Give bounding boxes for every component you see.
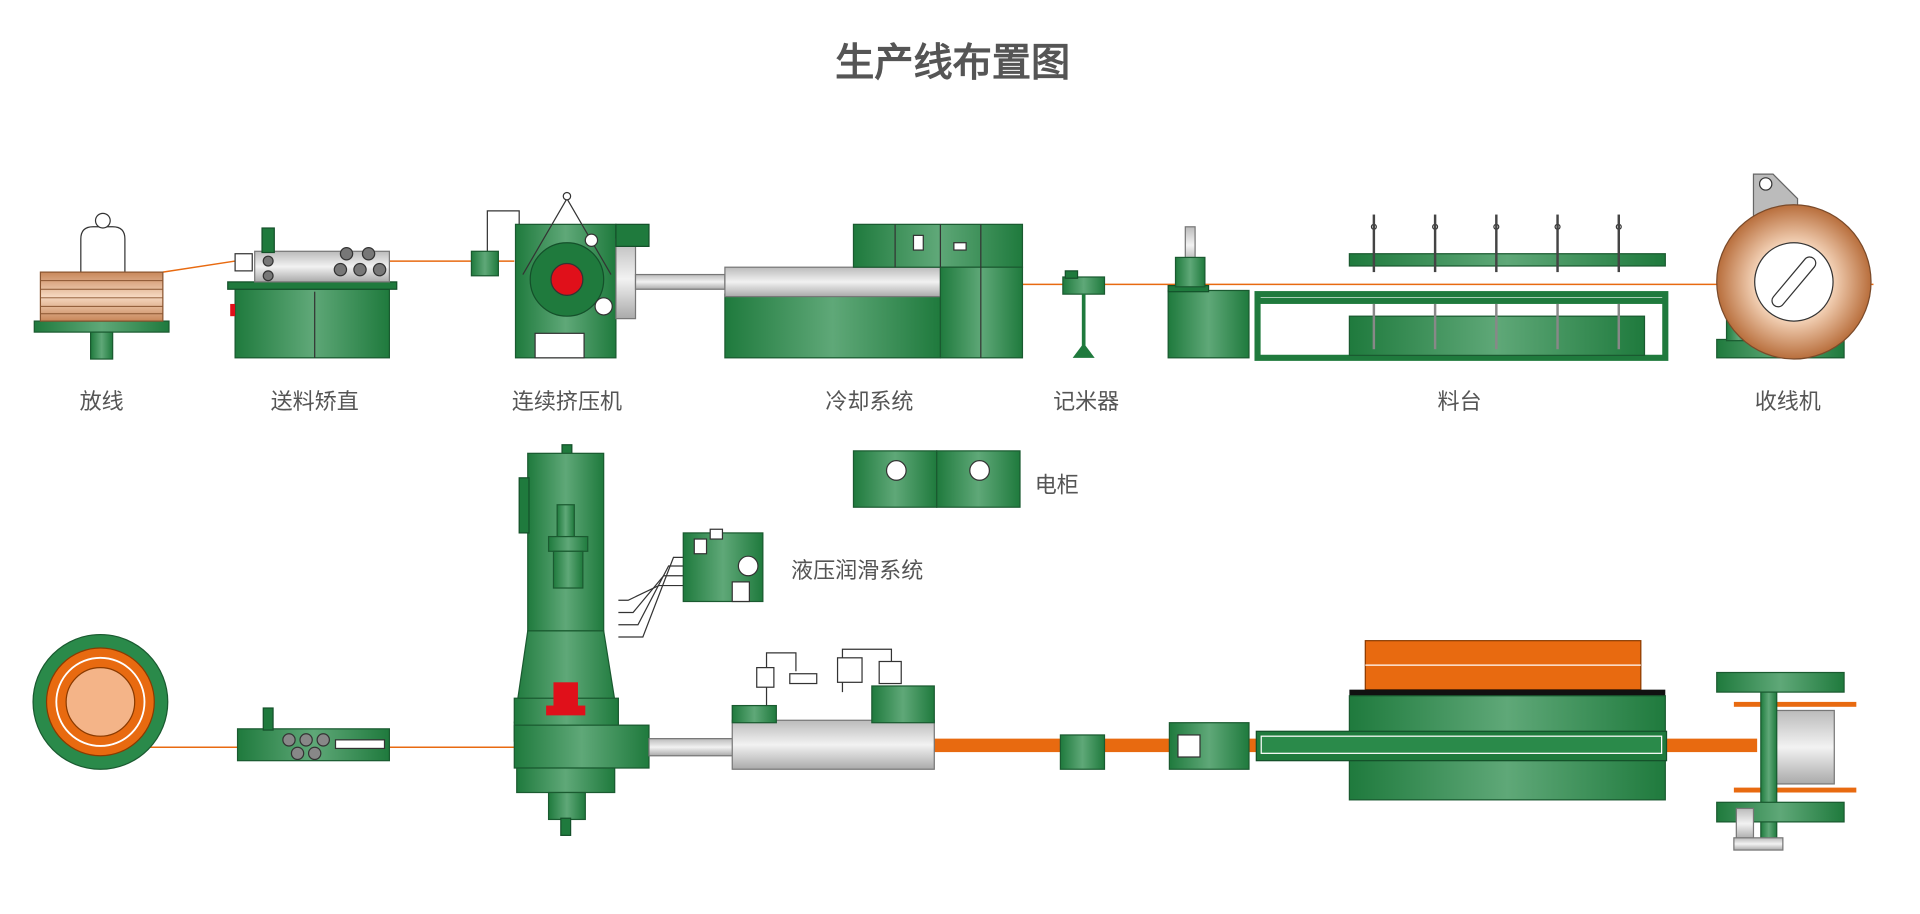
meter-counter-plan bbox=[1059, 734, 1106, 770]
electric-cabinet bbox=[852, 450, 1021, 508]
label-electric-cabinet: 电柜 bbox=[1035, 474, 1079, 499]
label-meter: 记米器 bbox=[1053, 390, 1119, 415]
take-up-machine bbox=[1716, 173, 1872, 360]
payoff-stand bbox=[33, 212, 170, 360]
feed-straightener bbox=[227, 227, 398, 359]
label-cooling: 冷却系统 bbox=[825, 390, 913, 415]
payoff-coil-plan bbox=[32, 633, 169, 770]
cooling-system bbox=[724, 223, 1024, 359]
material-table bbox=[1167, 214, 1669, 361]
hydraulic-lubrication-unit bbox=[618, 528, 764, 638]
continuous-extruder bbox=[470, 191, 650, 359]
label-take-up: 收线机 bbox=[1755, 390, 1821, 415]
label-hydraulic-lubrication: 液压润滑系统 bbox=[791, 559, 923, 584]
label-feed-straightener: 送料矫直 bbox=[271, 390, 359, 415]
material-table-plan bbox=[1255, 640, 1668, 801]
feed-tube bbox=[634, 273, 726, 290]
table-device-plan bbox=[1168, 722, 1250, 770]
label-payoff: 放线 bbox=[80, 390, 124, 415]
label-material-table: 料台 bbox=[1438, 390, 1482, 415]
cooling-trough-plan bbox=[648, 648, 935, 770]
extrusion-press-plan bbox=[513, 444, 650, 836]
feed-straightener-plan bbox=[236, 707, 390, 762]
meter-counter bbox=[1062, 270, 1106, 358]
diagram-title: 生产线布置图 bbox=[835, 41, 1070, 86]
label-extruder: 连续挤压机 bbox=[512, 390, 622, 415]
take-up-spool-plan bbox=[1716, 671, 1857, 851]
